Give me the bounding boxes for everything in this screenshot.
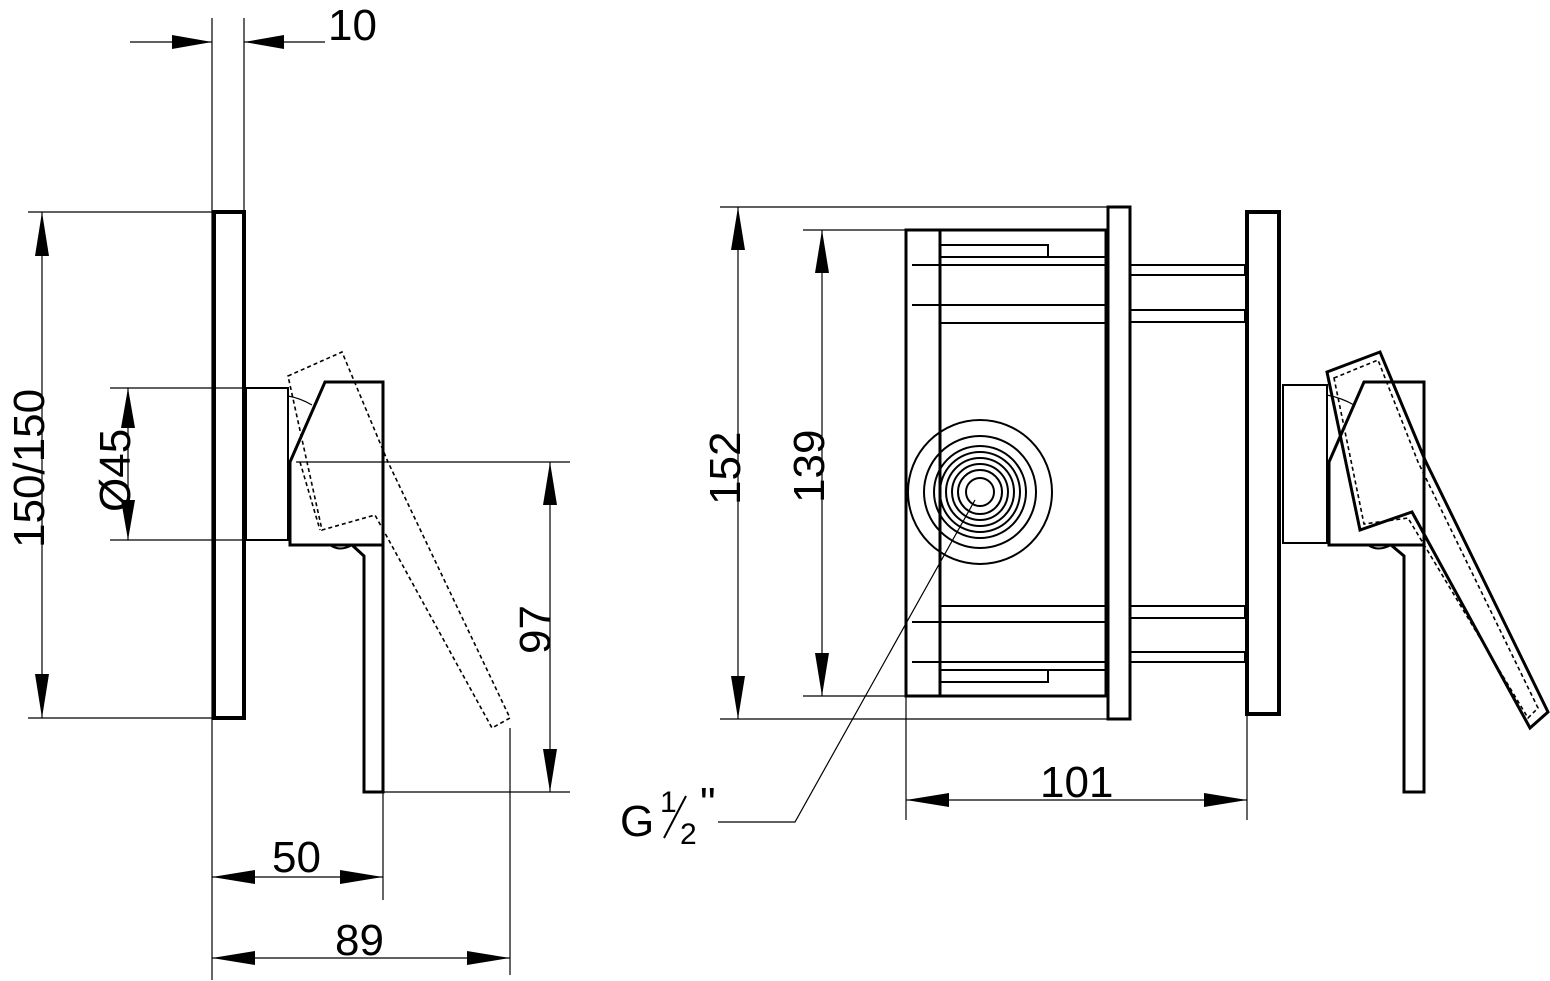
dim-label-cover-size: 150/150	[5, 389, 54, 548]
dim-label-handle-height: 97	[511, 605, 560, 654]
dim-label-handle-depth: 50	[272, 833, 321, 882]
dim-box-inner-height: 139	[785, 230, 834, 696]
front-valve-body	[1282, 384, 1328, 544]
side-view: 10 150/150 Ø45 97 50	[5, 1, 570, 980]
thread-leader	[718, 499, 976, 823]
box-left-wall	[904, 228, 1108, 698]
front-view: 152 139 101 G 1 2 "	[620, 205, 1550, 851]
top-rail	[912, 244, 1246, 324]
cartridge	[907, 419, 1053, 565]
handle-arc	[287, 395, 313, 406]
dim-label-cover-thickness: 10	[328, 1, 377, 50]
dim-cover-thickness: 10	[130, 1, 377, 50]
handle-hub	[288, 380, 385, 547]
dim-label-total-depth: 89	[335, 916, 384, 965]
fraction-bar	[663, 795, 687, 839]
thread-denominator: 2	[680, 818, 697, 851]
valve-body	[245, 387, 289, 541]
box-outer	[904, 228, 942, 698]
handle-rotated-inner	[299, 461, 321, 531]
bottom-rail	[912, 605, 1246, 683]
dim-cover-size: 150/150	[5, 212, 54, 718]
box-flange	[1106, 205, 1132, 721]
dim-body-diameter: Ø45	[91, 388, 140, 540]
dim-handle-depth: 50	[212, 833, 383, 884]
dim-handle-height: 97	[511, 462, 560, 792]
front-handle-arc	[1326, 394, 1355, 406]
thread-numerator: 1	[660, 786, 677, 819]
front-cover-plate	[1245, 210, 1281, 716]
dim-total-depth: 89	[212, 916, 510, 965]
thread-prefix: G	[620, 797, 654, 846]
thread-suffix: "	[700, 779, 716, 828]
front-handle-rotated	[1325, 350, 1550, 731]
front-handle-rotated-dash	[1333, 358, 1539, 720]
thread-label: G 1 2 "	[620, 779, 716, 851]
front-handle-lever	[1390, 543, 1426, 794]
handle-neck	[329, 544, 353, 550]
cover-plate	[212, 210, 246, 720]
dim-label-box-outer-height: 152	[701, 432, 750, 505]
front-handle-hub	[1327, 380, 1426, 547]
dim-label-body-diameter: Ø45	[91, 429, 140, 512]
dim-label-box-depth: 101	[1040, 758, 1113, 807]
dim-label-box-inner-height: 139	[785, 430, 834, 503]
handle-rotated-dashed	[287, 350, 512, 730]
dim-box-outer-height: 152	[701, 207, 750, 719]
front-handle-neck	[1367, 544, 1392, 550]
handle-lever	[350, 543, 385, 794]
dim-box-depth: 101	[906, 758, 1247, 807]
